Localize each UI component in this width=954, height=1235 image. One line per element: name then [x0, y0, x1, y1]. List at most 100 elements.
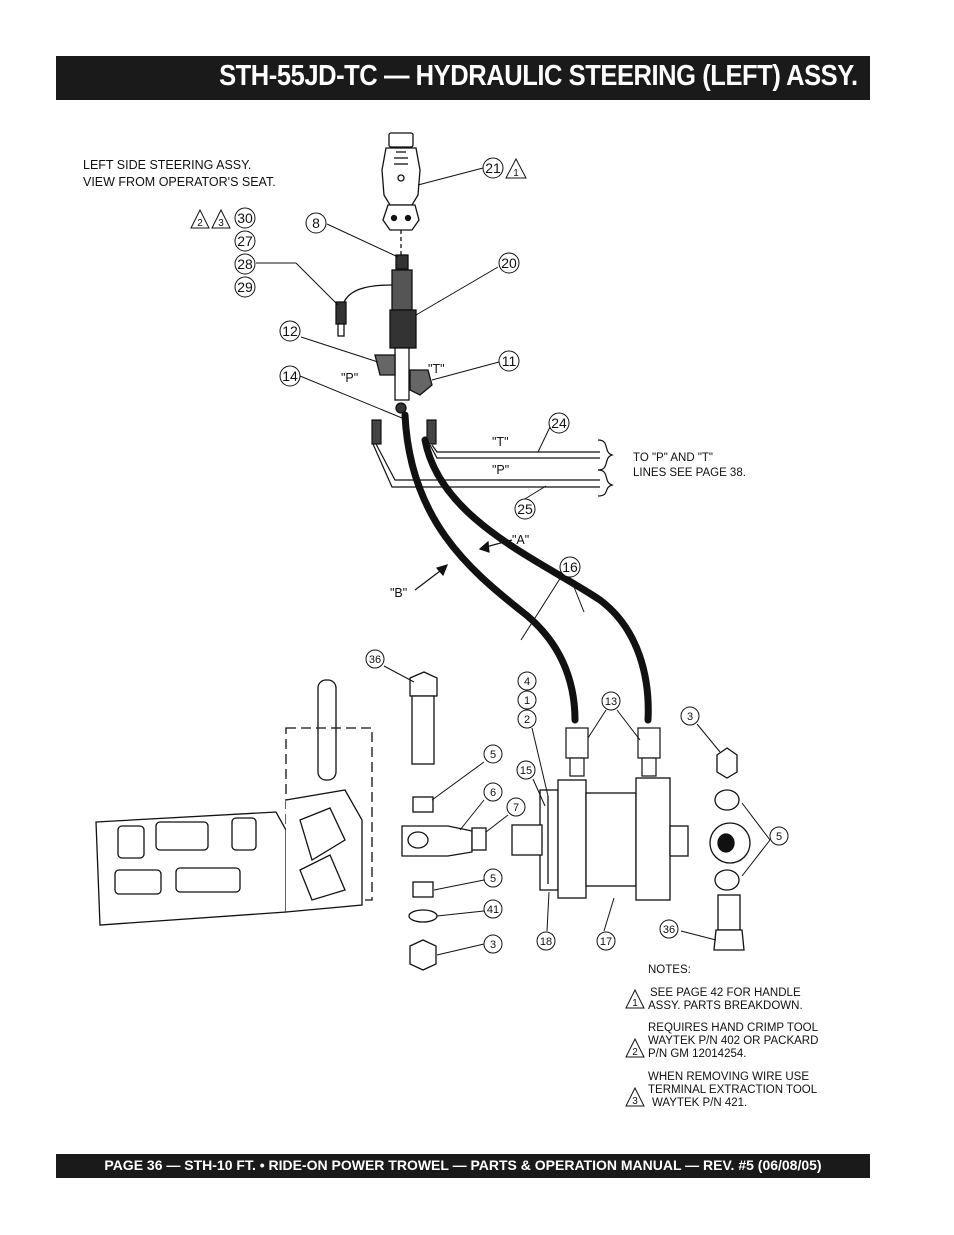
svg-text:1: 1	[524, 695, 530, 707]
warning-triangle-3: 3	[211, 208, 231, 229]
note-3-line3: WAYTEK P/N 421.	[652, 1097, 747, 1109]
pivot-hardware-stack	[401, 671, 487, 971]
svg-text:3: 3	[632, 1096, 638, 1107]
note-2-line3: P/N GM 12014254.	[648, 1048, 746, 1060]
svg-text:6: 6	[490, 787, 496, 799]
arrows	[414, 539, 513, 591]
view-caption-line2: VIEW FROM OPERATOR'S SEAT.	[83, 175, 276, 189]
page-footer-bar: PAGE 36 — STH-10 FT. • RIDE-ON POWER TRO…	[56, 1154, 870, 1178]
callout-6: 6	[483, 782, 503, 802]
label-p-line: "P"	[492, 463, 509, 477]
view-caption-line1: LEFT SIDE STEERING ASSY.	[83, 158, 251, 172]
svg-text:12: 12	[282, 323, 298, 339]
note-1-triangle	[625, 988, 645, 1009]
page-title-bar: STH-55JD-TC — HYDRAULIC STEERING (LEFT) …	[56, 56, 870, 100]
note-2-line1: REQUIRES HAND CRIMP TOOL	[648, 1022, 819, 1034]
svg-text:36: 36	[663, 924, 675, 936]
pressure-tank-lines	[372, 439, 614, 497]
callout-5-upper: 5	[483, 744, 503, 764]
svg-text:20: 20	[501, 255, 517, 271]
svg-text:5: 5	[776, 831, 782, 843]
callout-27: 27	[234, 230, 256, 252]
label-b-hose: "B"	[390, 586, 407, 600]
callout-5-lower: 5	[483, 868, 503, 888]
svg-text:29: 29	[237, 279, 253, 295]
warning-triangle-2: 2	[190, 208, 210, 229]
callout-41: 41	[483, 899, 503, 919]
callout-36-left: 36	[365, 649, 385, 669]
callout-18: 18	[536, 931, 556, 951]
callout-17: 17	[596, 931, 616, 951]
callout-8: 8	[305, 212, 327, 234]
callout-11: 11	[498, 350, 520, 372]
callout-13: 13	[601, 691, 621, 711]
svg-text:24: 24	[551, 415, 567, 431]
hose-end-fittings	[565, 727, 661, 777]
steering-handle	[381, 132, 421, 231]
svg-text:13: 13	[605, 696, 617, 708]
callout-2: 2	[517, 709, 537, 729]
callout-20: 20	[498, 252, 520, 274]
steering-valve	[374, 230, 433, 414]
callout-15: 15	[516, 760, 536, 780]
svg-text:3: 3	[218, 218, 224, 229]
svg-text:17: 17	[600, 936, 612, 948]
warning-triangle-1: 1	[505, 157, 527, 179]
callout-12: 12	[279, 320, 301, 342]
svg-text:16: 16	[562, 559, 578, 575]
svg-text:5: 5	[490, 749, 496, 761]
svg-text:2: 2	[197, 218, 203, 229]
svg-text:3: 3	[490, 939, 496, 951]
page-footer: PAGE 36 — STH-10 FT. • RIDE-ON POWER TRO…	[104, 1157, 822, 1173]
svg-text:2: 2	[524, 714, 530, 726]
callout-7: 7	[506, 797, 526, 817]
sensor-wire	[335, 284, 393, 337]
callout-1: 1	[517, 690, 537, 710]
svg-text:27: 27	[237, 233, 253, 249]
note-3-line2: TERMINAL EXTRACTION TOOL	[648, 1084, 818, 1096]
callout-30: 30	[234, 207, 256, 229]
label-a-hose: "A"	[512, 533, 529, 547]
svg-text:25: 25	[517, 501, 533, 517]
note-1-line1: SEE PAGE 42 FOR HANDLE	[650, 987, 801, 999]
note-2-line2: WAYTEK P/N 402 OR PACKARD	[648, 1035, 818, 1047]
callout-25: 25	[514, 498, 536, 520]
callout-24: 24	[548, 412, 570, 434]
callout-29: 29	[234, 276, 256, 298]
note-1-line2: ASSY. PARTS BREAKDOWN.	[648, 1000, 803, 1012]
label-p-port: "P"	[341, 371, 358, 385]
callout-28: 28	[234, 253, 256, 275]
svg-text:2: 2	[632, 1047, 638, 1058]
svg-text:36: 36	[369, 654, 381, 666]
callout-16: 16	[559, 556, 581, 578]
callout-5-rod: 5	[769, 826, 789, 846]
svg-text:28: 28	[237, 256, 253, 272]
callout-36-right: 36	[659, 919, 679, 939]
callout-14: 14	[279, 365, 301, 387]
to-lines-note-line1: TO "P" AND "T"	[633, 452, 713, 464]
svg-text:1: 1	[632, 998, 638, 1009]
steering-arm-bracket	[95, 679, 373, 926]
leader-lines	[256, 167, 771, 956]
svg-text:21: 21	[485, 160, 501, 176]
svg-text:5: 5	[490, 873, 496, 885]
rod-end	[709, 747, 751, 951]
note-3-line1: WHEN REMOVING WIRE USE	[648, 1071, 809, 1083]
svg-text:1: 1	[513, 168, 519, 179]
svg-text:14: 14	[282, 368, 298, 384]
note-3-triangle	[625, 1086, 645, 1107]
callout-21: 21	[482, 157, 504, 179]
note-2-triangle	[625, 1037, 645, 1058]
svg-text:30: 30	[237, 210, 253, 226]
svg-text:41: 41	[487, 904, 499, 916]
label-t-line: "T"	[492, 435, 509, 449]
hydraulic-hoses	[401, 411, 652, 724]
to-lines-note-line2: LINES SEE PAGE 38.	[633, 467, 746, 479]
hydraulic-cylinder	[511, 777, 689, 901]
page-title: STH-55JD-TC — HYDRAULIC STEERING (LEFT) …	[219, 60, 858, 92]
callout-3-right: 3	[680, 706, 700, 726]
svg-text:18: 18	[540, 936, 552, 948]
notes-block: NOTES: 1 SEE PAGE 42 FOR HANDLE ASSY. PA…	[625, 964, 819, 1109]
callout-4: 4	[517, 671, 537, 691]
